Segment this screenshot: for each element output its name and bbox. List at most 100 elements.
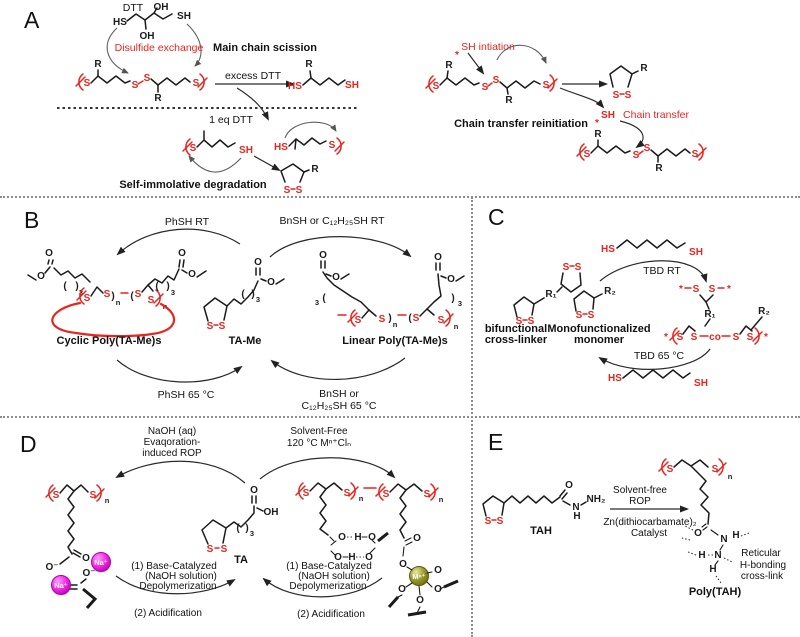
radical-star: * — [455, 50, 459, 61]
radical-star: * — [764, 332, 768, 343]
subscript-n: n — [728, 472, 733, 481]
atom-n: N — [720, 534, 727, 545]
poly-tah-label: Poly(TAH) — [689, 586, 742, 598]
main-chain-scission-label: Main chain scission — [213, 42, 317, 54]
atom-s: S — [667, 464, 674, 475]
panel-d: D NaOH (aq) Evaqoration- induced ROP S S… — [20, 426, 459, 620]
panel-c: C HS SH TBD RT S S R₁ S S bifunctional c… — [485, 204, 770, 389]
paren: ) — [388, 313, 391, 324]
atom-s: S — [543, 80, 550, 91]
atom-s: S — [221, 544, 228, 555]
cyclic-red-loop — [51, 301, 176, 338]
atom-s: S — [148, 295, 155, 306]
oh-top: OH — [154, 2, 169, 13]
polymer-chain-bottom-right: S R S S R S — [576, 129, 707, 174]
atom-o: O — [338, 532, 346, 543]
atom-r: R — [94, 59, 102, 70]
atom-r: R — [311, 164, 319, 175]
cyclic-poly-structure: O O ( ) 3 S S ) n ( S S n ( ) 3 O — [27, 248, 207, 338]
tbd-rt-label: TBD RT — [643, 265, 681, 277]
atom-o: O — [250, 485, 258, 496]
linear-poly-structure: S S ) n ( S S n 3 ( O O ) 3 O O — [315, 250, 465, 331]
atom-sh: SH — [239, 145, 253, 156]
atom-nh2: NH₂ — [587, 494, 606, 505]
atom-o: O — [434, 584, 442, 595]
atom-sh: SH — [694, 378, 708, 389]
paren: ) — [166, 281, 169, 292]
atom-s: S — [613, 90, 620, 101]
hatch-bond — [82, 587, 98, 609]
atom-s: S — [482, 82, 489, 93]
atom-s: S — [413, 313, 420, 324]
chain-transfer-label: Chain transfer — [623, 109, 689, 121]
atom-o: O — [413, 533, 421, 544]
atom-h: H — [573, 511, 580, 522]
atom-s: S — [497, 516, 504, 527]
arc-top-left — [115, 460, 246, 484]
arc-bottom-right — [270, 357, 406, 381]
atom-s: S — [575, 262, 582, 273]
hatch-bond — [387, 595, 400, 609]
bifunctional-crosslinker-structure: S S R₁ S S — [513, 262, 582, 327]
atom-o: O — [434, 565, 442, 576]
monomer-label-2: monomer — [574, 334, 625, 346]
naoh-label-1: NaOH (aq) — [148, 426, 196, 437]
curve-to-1eq-arrow — [236, 87, 269, 121]
atom-hs: HS — [601, 244, 615, 255]
subscript-n: n — [454, 322, 459, 331]
oh-bottom: OH — [140, 31, 155, 42]
atom-o: O — [178, 248, 186, 259]
atom-s: S — [693, 284, 700, 295]
curve-to-bottom-polymer — [619, 120, 645, 149]
atom-sh: SH — [689, 247, 703, 258]
self-immolative-fragment: S SH Self-immolative degradation — [119, 130, 267, 191]
atom-o: O — [332, 272, 340, 283]
polymer-chain-right: S R S S R S — [425, 60, 558, 106]
atom-r2: R₂ — [758, 306, 770, 317]
dtt-molecule: DTT OH HS SH OH — [113, 2, 191, 42]
atom-s: S — [677, 332, 684, 343]
reticular-label-1: Reticular — [741, 548, 781, 559]
atom-o: O — [82, 553, 90, 564]
divider-horizontal-1 — [0, 196, 800, 198]
sodium-ion — [91, 552, 111, 572]
atom-s: S — [355, 315, 362, 326]
atom-s: S — [383, 489, 390, 500]
ta-label: TA — [234, 554, 248, 566]
catalyst-label-2: Catalyst — [631, 528, 667, 539]
depoly-left-1: (1) Base-Catalyzed — [131, 561, 217, 572]
atom-hs: HS — [608, 373, 622, 384]
atom-r: R — [655, 163, 663, 174]
arc-top-right — [269, 236, 412, 258]
tah-structure: S S O N H NH₂ — [482, 480, 606, 527]
atom-o: O — [254, 257, 262, 268]
atom-o: O — [565, 480, 573, 491]
hatch-bond — [377, 531, 389, 543]
atom-hs: HS — [274, 142, 288, 153]
ta-me-label: TA-Me — [229, 335, 262, 347]
depoly-right-2: (NaOH solution) — [298, 571, 370, 582]
panel-d-label: D — [20, 431, 37, 457]
divider-horizontal-2 — [0, 416, 800, 418]
sodium-ion — [51, 575, 71, 595]
atom-s: S — [379, 314, 386, 325]
naoh-label-3: induced ROP — [142, 448, 202, 459]
one-eq-dtt-label: 1 eq DTT — [209, 114, 253, 126]
catalyst-label-1: Zn(dithiocarbamate)₂ — [603, 517, 696, 528]
subscript-n: n — [393, 320, 398, 329]
depoly-left-2: (NaOH solution) — [145, 571, 217, 582]
sh-label: SH — [177, 11, 191, 22]
bnsh-65-label-1: BnSH or — [319, 388, 359, 400]
bifunctional-label-2: cross-linker — [485, 334, 548, 346]
paren: ( — [408, 313, 412, 324]
atom-o: O — [694, 528, 702, 539]
phsh-rt-label: PhSH RT — [165, 216, 210, 228]
atom-o: O — [319, 250, 327, 261]
solventfree-label-1: Solvent-free — [613, 485, 667, 496]
atom-s: S — [588, 310, 595, 321]
crosslinked-network-structure: * S S * R₁ * S S co S S * R₂ — [664, 284, 770, 345]
atom-s: S — [625, 90, 632, 101]
subscript-n: n — [116, 298, 121, 307]
subscript-3: 3 — [315, 298, 319, 307]
atom-o: O — [334, 552, 342, 563]
